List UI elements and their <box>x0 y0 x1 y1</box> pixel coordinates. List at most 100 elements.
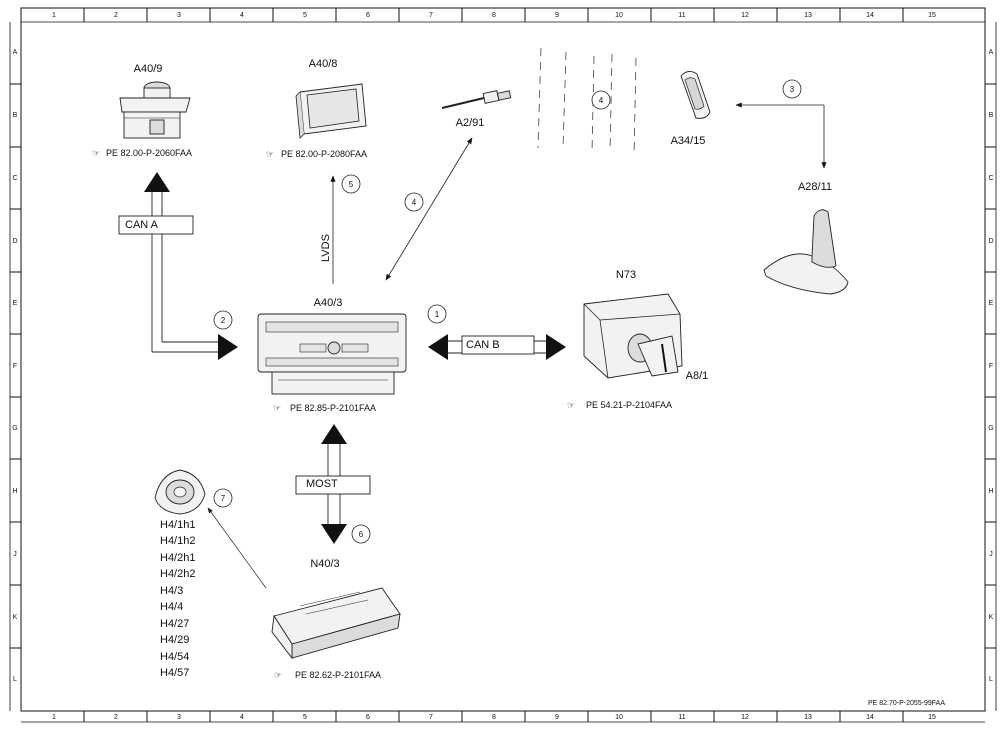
marker-2: 2 <box>213 310 233 330</box>
a34-15-key: A34/15 <box>671 71 711 147</box>
component-label: A8/1 <box>686 370 709 382</box>
col-label: 7 <box>429 12 433 19</box>
speaker-label: H4/1h2 <box>160 535 195 547</box>
can-a-label-box <box>118 215 194 235</box>
speaker-label: H4/54 <box>160 651 189 663</box>
h4-speaker-list: H4/1h1 H4/1h2 H4/2h1 H4/2h2 H4/3 H4/4 H4… <box>160 519 195 679</box>
row-label: F <box>13 363 17 370</box>
pointer-hand-icon: ☞ <box>273 403 281 413</box>
col-label: 5 <box>303 714 307 721</box>
col-label: 15 <box>928 12 936 19</box>
svg-text:3: 3 <box>790 85 795 94</box>
a40-9-controller: A40/9 ☞ PE 82.00-P-2060FAA <box>92 63 192 158</box>
most-connection: MOST <box>295 424 371 544</box>
row-label: L <box>13 676 17 683</box>
marker-6: 6 <box>351 524 371 544</box>
svg-text:6: 6 <box>359 530 364 539</box>
row-label: F <box>989 363 993 370</box>
col-label: 11 <box>678 714 685 721</box>
col-label: 4 <box>240 714 244 721</box>
component-label: A40/3 <box>314 297 343 309</box>
col-label: 5 <box>303 12 307 19</box>
col-label: 10 <box>615 714 623 721</box>
marker-4a: 4 <box>404 192 424 212</box>
reference-code: PE 82.00-P-2060FAA <box>106 148 192 158</box>
row-label: D <box>12 238 17 245</box>
col-label: 6 <box>366 12 370 19</box>
component-label: A34/15 <box>671 135 706 147</box>
n73-ignition-switch: N73 A8/1 ☞ PE 54.21-P-2104FAA <box>567 269 708 410</box>
component-label: A28/11 <box>798 181 832 193</box>
reference-code: PE 54.21-P-2104FAA <box>586 400 672 410</box>
speaker-label: H4/4 <box>160 601 183 613</box>
pointer-hand-icon: ☞ <box>92 148 100 158</box>
col-label: 1 <box>52 714 56 721</box>
row-label: K <box>13 614 18 621</box>
marker-4b: 4 <box>591 90 611 110</box>
col-label: 11 <box>678 12 685 19</box>
can-a-connection: CAN A <box>118 172 238 360</box>
col-label: 12 <box>741 714 749 721</box>
col-label: 3 <box>177 12 181 19</box>
speaker-label: H4/1h1 <box>160 519 195 531</box>
svg-text:4: 4 <box>412 198 417 207</box>
row-label: J <box>13 551 17 558</box>
a34-15-to-a28-11-link <box>735 102 827 169</box>
a28-11-antenna: A28/11 <box>763 181 849 295</box>
row-label: A <box>989 49 994 56</box>
column-index-bottom: 1 2 3 4 5 6 7 8 9 10 11 12 13 14 15 <box>52 711 936 722</box>
row-label: C <box>988 175 993 182</box>
footer-reference: PE 82.70-P-2055-99FAA <box>868 700 945 707</box>
svg-text:7: 7 <box>221 494 226 503</box>
a40-3-head-unit: A40/3 ☞ PE 82.85-P-2101FAA <box>257 297 407 413</box>
col-label: 15 <box>928 714 936 721</box>
row-label: B <box>13 112 18 119</box>
row-label: L <box>989 676 993 683</box>
a40-3-to-a2-91-line <box>385 137 473 281</box>
n40-3-amplifier: N40/3 ☞ PE 82.62-P-2101FAA <box>271 558 401 680</box>
reference-code: PE 82.85-P-2101FAA <box>290 403 376 413</box>
row-label: H <box>988 488 993 495</box>
row-label: D <box>988 238 993 245</box>
can-b-label: CAN B <box>466 339 500 351</box>
row-label: G <box>12 425 17 432</box>
speaker-label: H4/29 <box>160 634 189 646</box>
row-label: C <box>12 175 17 182</box>
pointer-hand-icon: ☞ <box>274 670 282 680</box>
most-label: MOST <box>306 478 338 490</box>
lvds-connection: LVDS <box>320 175 336 284</box>
row-label: H <box>12 488 17 495</box>
row-label: E <box>989 300 994 307</box>
col-label: 8 <box>492 12 496 19</box>
col-label: 10 <box>615 12 623 19</box>
col-label: 13 <box>804 12 812 19</box>
speaker-label: H4/57 <box>160 667 189 679</box>
component-label: A2/91 <box>456 117 485 129</box>
col-label: 2 <box>114 714 118 721</box>
component-label: N73 <box>616 269 636 281</box>
a2-91-module: A2/91 <box>441 90 512 129</box>
n40-3-to-h4-line <box>207 507 267 589</box>
col-label: 7 <box>429 714 433 721</box>
row-label: J <box>989 551 993 558</box>
col-label: 9 <box>555 12 559 19</box>
drawing-frame <box>9 7 997 723</box>
col-label: 1 <box>52 12 56 19</box>
a40-8-display: A40/8 ☞ PE 82.00-P-2080FAA <box>266 58 367 159</box>
reference-code: PE 82.62-P-2101FAA <box>295 670 381 680</box>
svg-text:4: 4 <box>599 96 604 105</box>
col-label: 14 <box>866 12 874 19</box>
speaker-label: H4/2h2 <box>160 568 195 580</box>
row-label: G <box>988 425 993 432</box>
h4-speaker <box>154 469 206 515</box>
component-label: A40/9 <box>134 63 163 75</box>
speaker-label: H4/27 <box>160 618 189 630</box>
row-index-right: A B C D E F G H J K L <box>985 49 996 683</box>
can-b-connection: CAN B <box>428 334 566 360</box>
column-index-top: 1 2 3 4 5 6 7 8 9 10 11 12 13 14 15 <box>52 8 936 22</box>
marker-3: 3 <box>782 79 802 99</box>
row-label: E <box>13 300 18 307</box>
row-label: B <box>989 112 994 119</box>
speaker-label: H4/3 <box>160 585 183 597</box>
